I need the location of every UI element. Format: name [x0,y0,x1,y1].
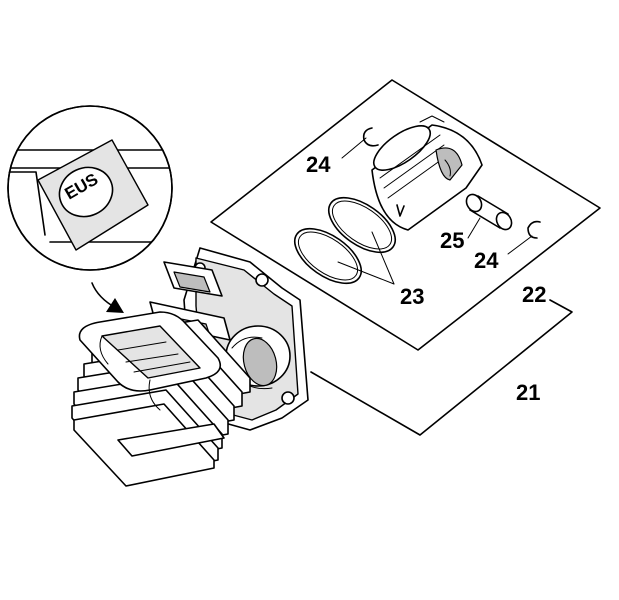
detail-magnifier: EUS [7,105,173,271]
leader-24a [341,137,367,159]
assembly-frame-21 [310,299,573,436]
piston-pin [465,193,513,231]
cylinder-assembly [71,247,309,487]
callout-24-right: 24 [474,248,499,273]
arrow-head [106,298,124,313]
piston [371,115,483,231]
leader-23a [337,261,395,285]
callout-24-top: 24 [306,152,331,177]
circlip-right [527,220,541,239]
circlip-top [362,127,379,147]
piston-rings [294,196,396,285]
leader-24b [507,235,533,255]
callout-23: 23 [400,284,424,309]
callout-25: 25 [440,228,464,253]
leader-23b [371,231,395,285]
assembly-frame-22 [210,79,601,351]
callout-22: 22 [522,282,546,307]
callout-21: 21 [516,380,540,405]
leader-25 [467,217,481,239]
